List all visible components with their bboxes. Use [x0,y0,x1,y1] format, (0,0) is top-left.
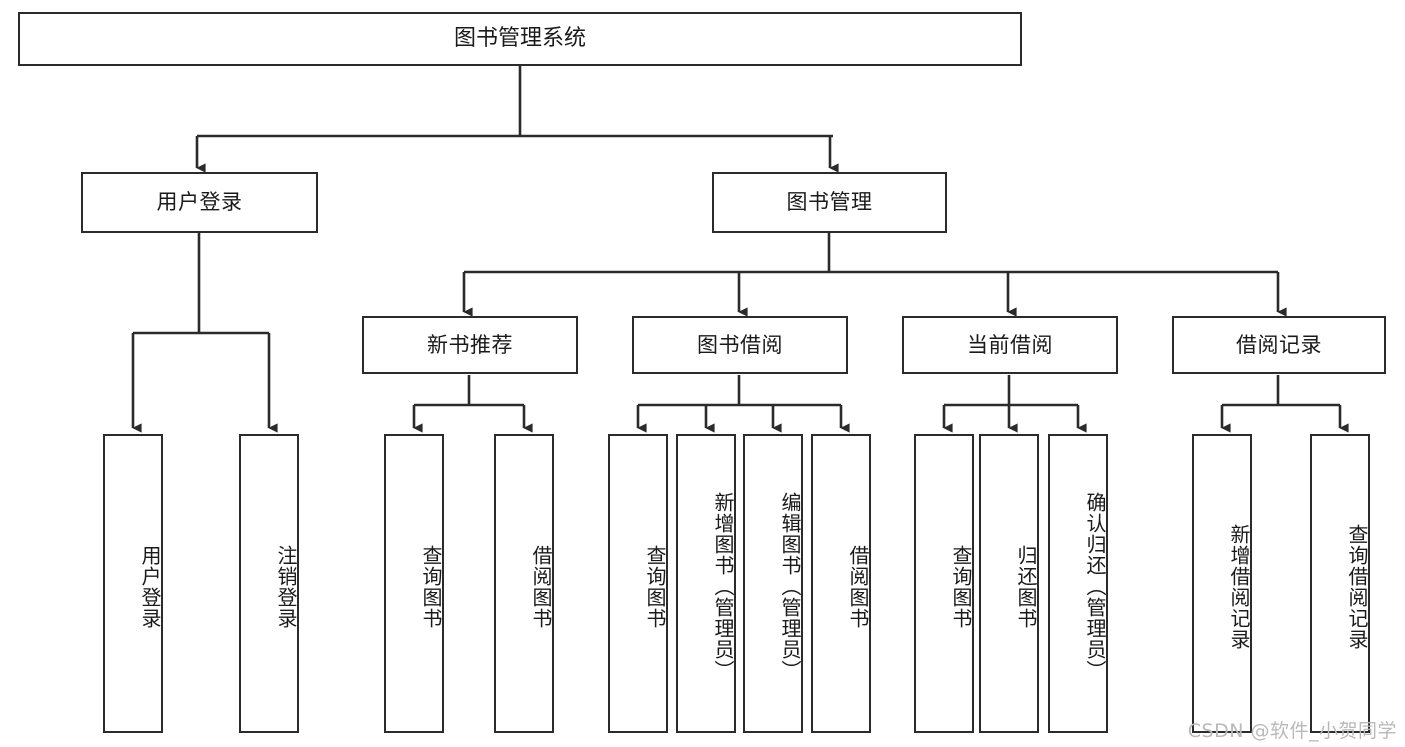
leaf-current-query-book[interactable]: 查询图书 [914,434,974,733]
leaf-borrow-query-book[interactable]: 查询图书 [608,434,668,733]
node-borrow-record[interactable]: 借阅记录 [1172,316,1386,374]
leaf-add-book-admin[interactable]: 新增图书（管理员） [676,434,736,733]
node-label: 借阅图书 [846,544,870,629]
node-book-manage[interactable]: 图书管理 [712,172,947,233]
node-label: 归还图书 [1014,544,1038,629]
node-label: 查询图书 [419,544,443,629]
leaf-add-borrow-record[interactable]: 新增借阅记录 [1192,434,1252,733]
node-label: 新书推荐 [427,332,513,357]
node-book-borrow[interactable]: 图书借阅 [632,316,848,374]
node-label: 查询图书 [643,544,667,629]
node-label: 新增借阅记录 [1227,523,1251,650]
node-label: 用户登录 [138,544,162,629]
node-root-system[interactable]: 图书管理系统 [18,12,1022,66]
leaf-borrow-book[interactable]: 借阅图书 [811,434,871,733]
node-label: 图书管理系统 [453,26,586,52]
node-label: 注销登录 [274,544,298,629]
leaf-confirm-return-admin[interactable]: 确认归还（管理员） [1048,434,1108,733]
watermark-text: CSDN @软件_小贺同学 [1187,720,1397,742]
leaf-return-book[interactable]: 归还图书 [979,434,1039,733]
leaf-new-book-borrow[interactable]: 借阅图书 [494,434,554,733]
node-label: 新增图书（管理员） [711,492,735,681]
leaf-new-book-query[interactable]: 查询图书 [384,434,444,733]
node-label: 借阅记录 [1236,332,1322,357]
node-label: 当前借阅 [967,332,1053,357]
node-current-borrow[interactable]: 当前借阅 [902,316,1118,374]
node-label: 图书借阅 [697,332,783,357]
node-label: 编辑图书（管理员） [778,492,802,681]
leaf-query-borrow-record[interactable]: 查询借阅记录 [1310,434,1370,733]
node-label: 查询借阅记录 [1345,523,1369,650]
leaf-logout[interactable]: 注销登录 [239,434,299,733]
leaf-edit-book-admin[interactable]: 编辑图书（管理员） [743,434,803,733]
node-label: 用户登录 [156,190,243,215]
node-label: 查询图书 [949,544,973,629]
node-label: 图书管理 [786,190,873,215]
node-label: 借阅图书 [529,544,553,629]
node-user-login[interactable]: 用户登录 [81,172,318,233]
leaf-user-login[interactable]: 用户登录 [103,434,163,733]
node-label: 确认归还（管理员） [1083,492,1107,681]
node-new-book-recommend[interactable]: 新书推荐 [362,316,578,374]
